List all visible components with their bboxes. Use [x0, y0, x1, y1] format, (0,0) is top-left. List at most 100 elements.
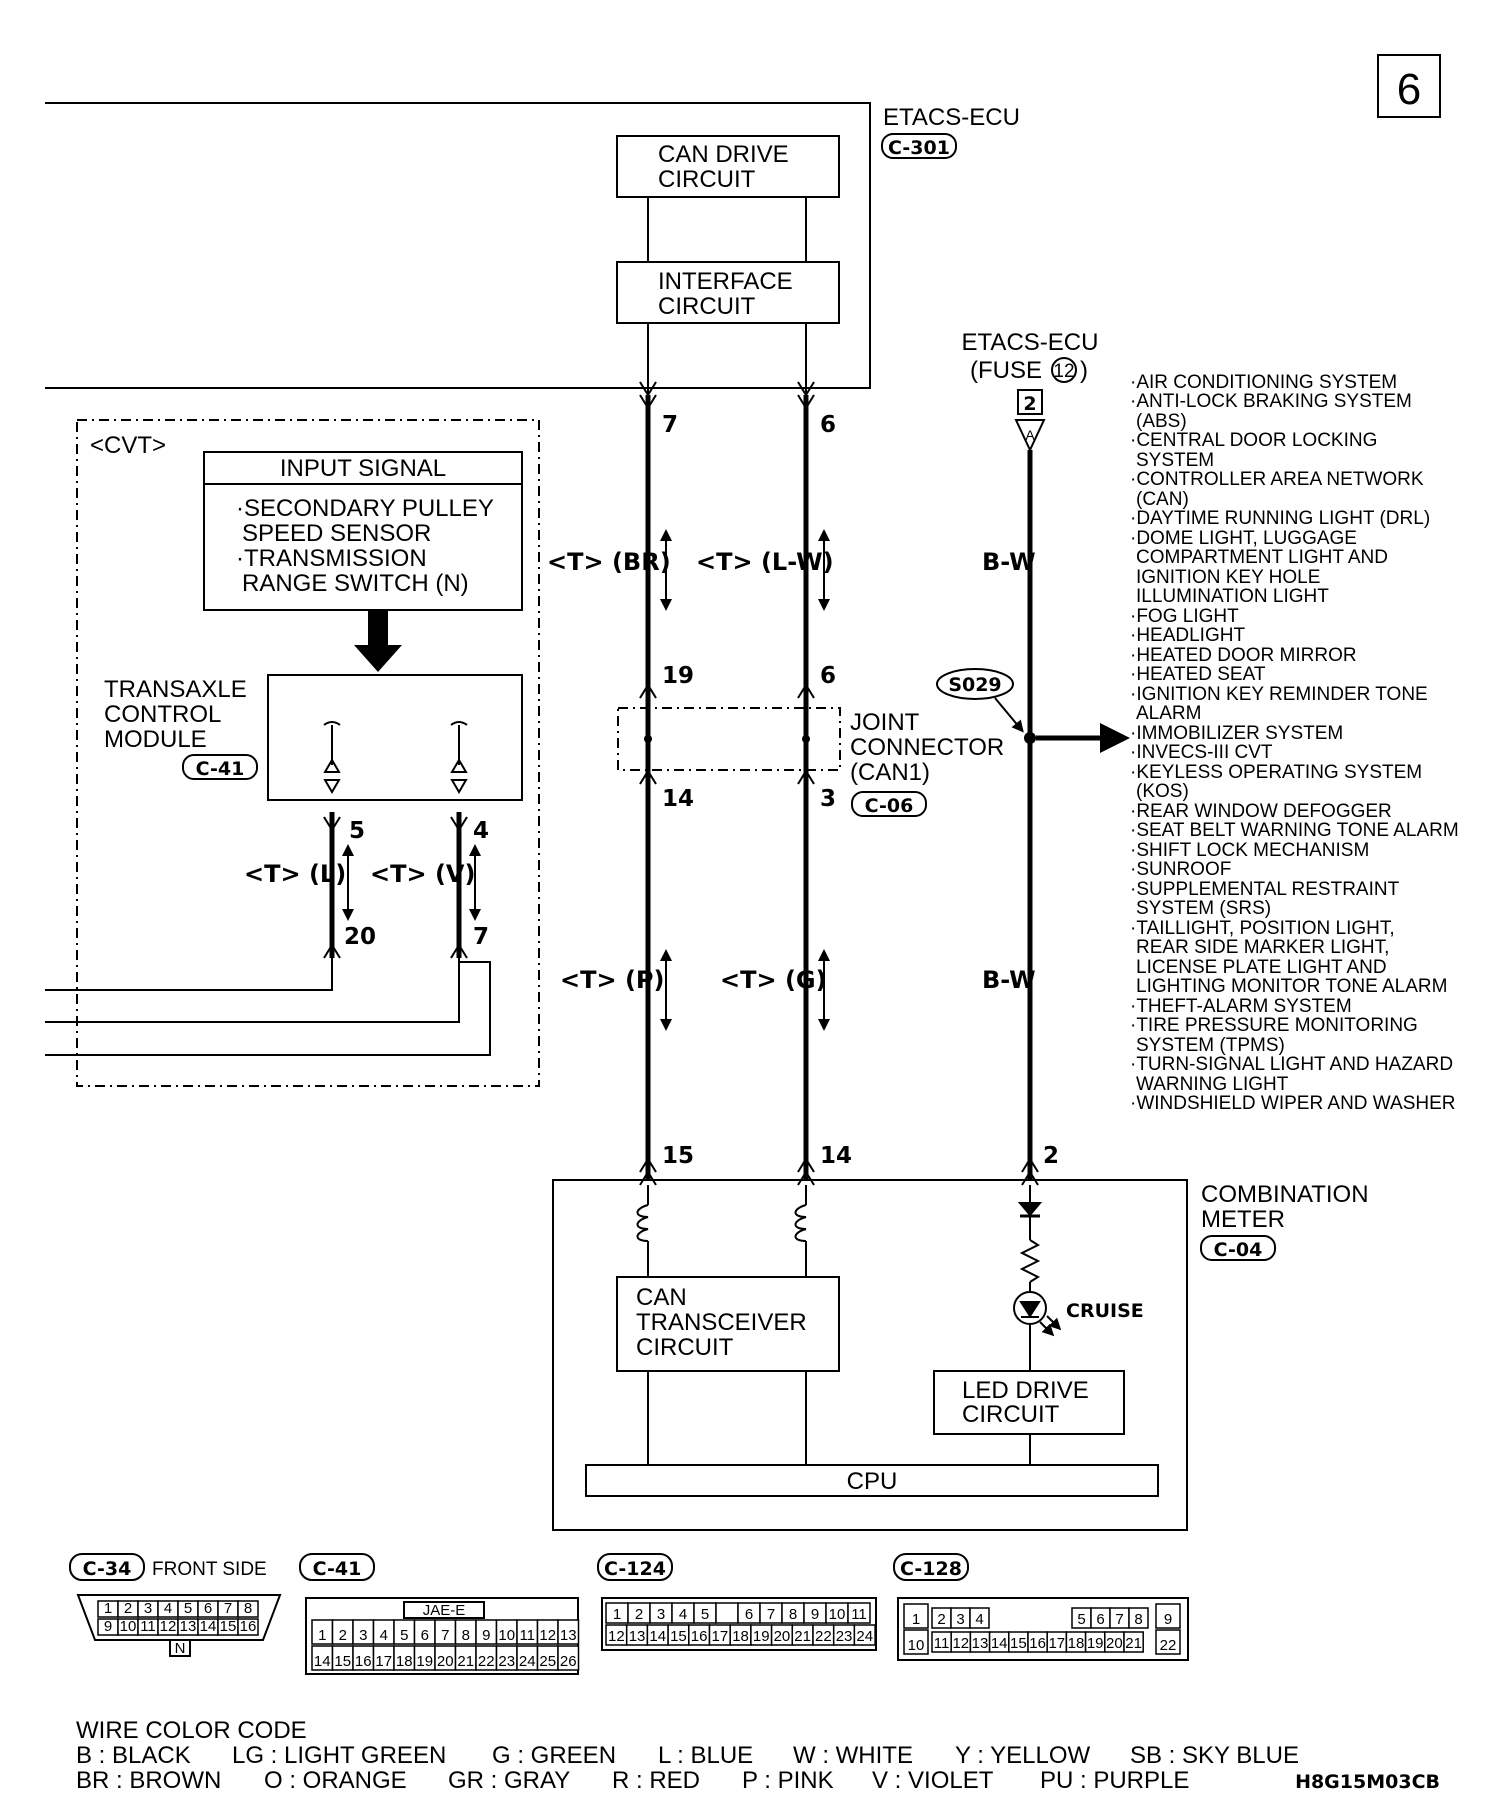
wire-color-row2: BR : BROWN O : ORANGE GR : GRAY R : RED …	[76, 1767, 1189, 1794]
cruise-indicator-circuit	[1013, 1185, 1062, 1371]
joint-connector-line1: JOINT	[850, 709, 920, 736]
system-line: ·IGNITION KEY REMINDER TONE	[1130, 684, 1428, 705]
c41-key: JAE-E	[423, 1602, 466, 1619]
pin-tcm-left: 5	[349, 818, 365, 844]
joint-connector-id: C-06	[865, 795, 914, 817]
c128-cell	[1123, 1631, 1144, 1653]
pin-etacs-right: 6	[820, 412, 836, 438]
c34-pin-label: 11	[140, 1618, 156, 1635]
c128-pin-label: 11	[934, 1635, 950, 1652]
c41-pin-label: 11	[519, 1627, 535, 1644]
fuse-connector-letter: A	[1025, 427, 1035, 443]
c124-pin-label: 21	[794, 1628, 811, 1645]
interface-circuit-box	[616, 261, 840, 324]
c34-pin-label: 2	[124, 1600, 132, 1617]
c34-pin-label: 1	[104, 1600, 112, 1617]
joint-connector-oval	[851, 791, 927, 817]
systems-list: ·AIR CONDITIONING SYSTEM ·ANTI-LOCK BRAK…	[1130, 372, 1459, 1114]
c41-pin-label: 15	[334, 1653, 351, 1670]
pin-tcm-right: 4	[473, 818, 489, 844]
splice-id: S029	[948, 674, 1001, 696]
c128-pin-label: 3	[956, 1611, 964, 1628]
c34-pin-label: 7	[224, 1600, 232, 1617]
c41-cell	[557, 1619, 580, 1645]
c128-shell	[897, 1597, 1189, 1661]
c41-pin-label: 16	[355, 1653, 372, 1670]
c34-pin-label: 6	[204, 1600, 212, 1617]
c34-pin-label: 9	[104, 1618, 112, 1635]
c124-pin-label: 1	[613, 1606, 621, 1623]
page-number: 6	[1397, 65, 1421, 114]
etacs-ecu-label: ETACS-ECU	[883, 104, 1020, 131]
system-line: (ABS)	[1136, 411, 1187, 432]
system-line: COMPARTMENT LIGHT AND	[1136, 547, 1388, 568]
c34-pin-label: 10	[120, 1618, 137, 1635]
cpu-label: CPU	[847, 1468, 898, 1495]
c124-pin-label: 24	[856, 1628, 873, 1645]
can-transceiver-line3: CIRCUIT	[636, 1334, 734, 1361]
c124-pin-label: 13	[629, 1628, 646, 1645]
c41-pin-label: 19	[416, 1653, 433, 1670]
system-line: ·CENTRAL DOOR LOCKING	[1130, 430, 1377, 451]
c128-pin-label: 7	[1115, 1611, 1123, 1628]
c34-id: C-34	[83, 1558, 132, 1580]
c41-pin-label: 22	[478, 1653, 495, 1670]
tcm-line1: TRANSAXLE	[104, 676, 247, 703]
c34-pin-label: 3	[144, 1600, 152, 1617]
pin-etacs-left: 7	[662, 412, 678, 438]
c34-pin-label: 13	[180, 1618, 197, 1635]
wire-label-upper-right: <T> (L-W)	[696, 548, 834, 576]
c34-pin-label: 4	[164, 1600, 172, 1617]
meter-line2: METER	[1201, 1206, 1285, 1233]
c128-pin-label: 22	[1160, 1637, 1177, 1654]
system-line: ·HEADLIGHT	[1130, 625, 1245, 646]
c128-pin-label: 10	[908, 1637, 925, 1654]
c128-cell	[903, 1603, 929, 1629]
system-line: ALARM	[1136, 703, 1201, 724]
system-line: ·ANTI-LOCK BRAKING SYSTEM	[1130, 391, 1412, 412]
c124-cell	[853, 1624, 876, 1646]
bw-label-upper: B-W	[982, 548, 1036, 576]
pin-tcm-bot-right: 7	[473, 924, 489, 950]
c41-id: C-41	[313, 1558, 362, 1580]
wire-color-item: BR : BROWN	[76, 1767, 221, 1794]
system-line: (CAN)	[1136, 489, 1189, 510]
bw-label-lower: B-W	[982, 966, 1036, 994]
system-line: LICENSE PLATE LIGHT AND	[1136, 957, 1387, 978]
c41-pin-label: 5	[400, 1627, 408, 1644]
c41-pin-label: 13	[560, 1627, 577, 1644]
cpu-box	[585, 1464, 1159, 1497]
system-line: ·FOG LIGHT	[1130, 606, 1239, 627]
system-line: IGNITION KEY HOLE	[1136, 567, 1320, 588]
c128-cell	[1128, 1607, 1149, 1629]
system-line: SYSTEM (SRS)	[1136, 898, 1271, 919]
can-drive-line1: CAN DRIVE	[658, 141, 789, 168]
c41-pin-label: 1	[318, 1627, 326, 1644]
system-line: ·THEFT-ALARM SYSTEM	[1130, 996, 1352, 1017]
wire-color-item: P : PINK	[742, 1767, 834, 1794]
pin-meter-mid: 14	[820, 1143, 852, 1169]
c128-pin-label: 17	[1048, 1635, 1065, 1652]
signal-arrows	[342, 529, 830, 1031]
system-line: ·SEAT BELT WARNING TONE ALARM	[1130, 820, 1459, 841]
pin-jc-top-left: 19	[662, 663, 694, 689]
c124-pin-label: 5	[701, 1606, 709, 1623]
system-line: ·DAYTIME RUNNING LIGHT (DRL)	[1130, 508, 1430, 529]
c128-pin-label: 5	[1077, 1611, 1085, 1628]
c124-id: C-124	[604, 1558, 666, 1580]
c41-pin-label: 10	[498, 1627, 515, 1644]
input-signal-title: INPUT SIGNAL	[280, 455, 446, 482]
wire-color-item: O : ORANGE	[264, 1767, 407, 1794]
c124-pin-label: 16	[691, 1628, 708, 1645]
c124-pin-label: 6	[745, 1606, 753, 1623]
can-transceiver-box	[616, 1276, 840, 1372]
system-line: ·SHIFT LOCK MECHANISM	[1130, 840, 1369, 861]
c128-pin-label: 9	[1164, 1611, 1172, 1628]
c41-pin-label: 26	[560, 1653, 577, 1670]
c124-pin-label: 12	[608, 1628, 625, 1645]
c124-pin-label: 11	[851, 1606, 867, 1623]
c34-pin-label: 8	[244, 1600, 252, 1617]
wire-color-item: B : BLACK	[76, 1742, 191, 1769]
c34-tab	[169, 1639, 191, 1657]
wire-label-tcm-right: <T> (V)	[370, 860, 475, 888]
